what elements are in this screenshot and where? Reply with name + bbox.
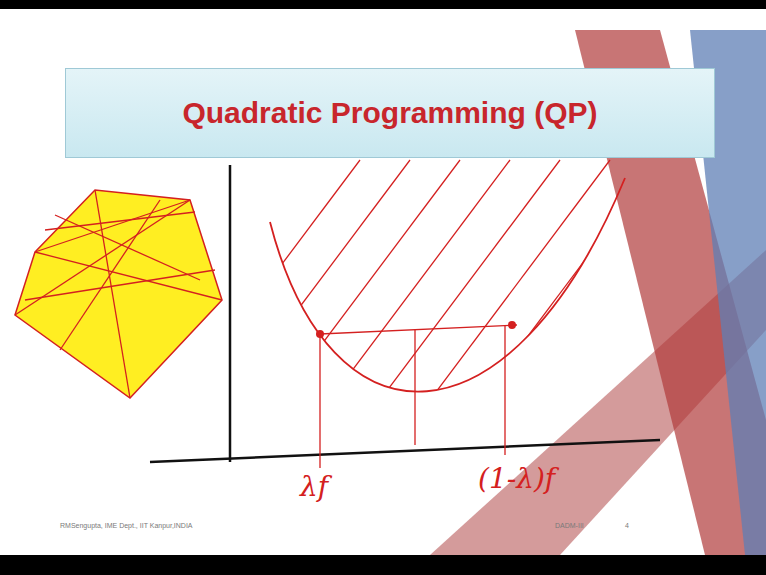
slide-number: 4 (625, 522, 629, 529)
footer-course: DADM-III (555, 522, 584, 529)
chord (320, 325, 517, 468)
axes (150, 165, 660, 462)
hatching (150, 160, 710, 440)
convex-polygon (15, 190, 222, 398)
footer-author: RMSengupta, IME Dept., IIT Kanpur,INDIA (60, 522, 193, 529)
slide-title: Quadratic Programming (QP) (182, 96, 597, 130)
point (316, 330, 324, 338)
slide-ground (0, 9, 766, 555)
point (508, 321, 516, 329)
axis-label: (1-λ)f (478, 462, 555, 495)
title-banner: Quadratic Programming (QP) (65, 68, 715, 158)
convex-curve (270, 178, 625, 392)
axis-label: λf (300, 470, 328, 503)
